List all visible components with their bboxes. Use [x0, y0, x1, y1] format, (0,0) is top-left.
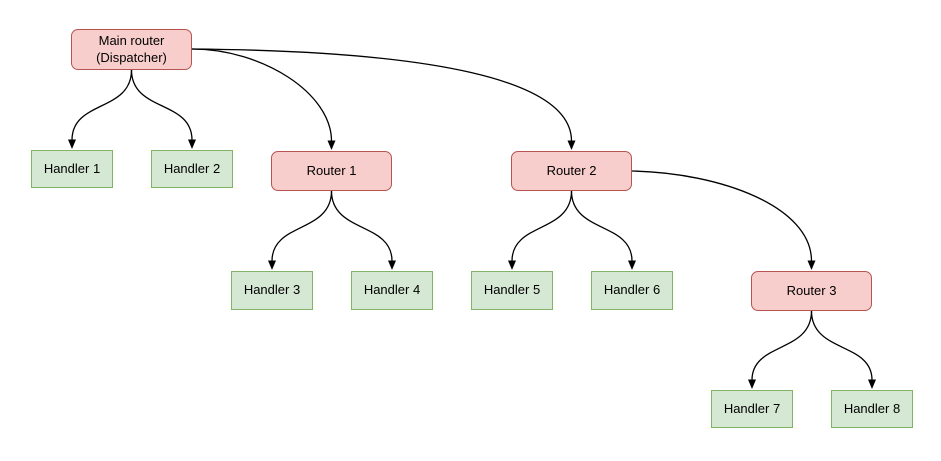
edge-main-handler2 [130, 69, 196, 149]
edge-router1-handler3 [268, 190, 333, 270]
node-router-3: Router 3 [751, 271, 872, 311]
edge-router1-handler4 [330, 190, 396, 270]
edge-router3-handler8 [810, 310, 876, 389]
edge-main-router2 [191, 48, 576, 150]
node-handler-7: Handler 7 [711, 390, 793, 428]
node-handler-3: Handler 3 [231, 271, 313, 310]
edge-router2-router3 [631, 170, 816, 270]
edge-main-router1 [191, 48, 336, 150]
node-handler-5: Handler 5 [471, 271, 553, 310]
edge-main-handler1 [68, 69, 133, 149]
node-handler-8: Handler 8 [831, 390, 913, 428]
node-router-1: Router 1 [271, 151, 392, 191]
node-handler-6: Handler 6 [591, 271, 673, 310]
node-handler-1: Handler 1 [31, 150, 113, 188]
node-label: Main router [98, 33, 165, 49]
node-handler-4: Handler 4 [351, 271, 433, 310]
edge-router2-handler5 [508, 190, 573, 270]
node-main-router: Main router (Dispatcher) [71, 29, 192, 70]
node-handler-2: Handler 2 [151, 150, 233, 188]
edge-router3-handler7 [748, 310, 813, 389]
edge-router2-handler6 [570, 190, 636, 270]
node-router-2: Router 2 [511, 151, 632, 191]
node-label: (Dispatcher) [96, 49, 167, 65]
